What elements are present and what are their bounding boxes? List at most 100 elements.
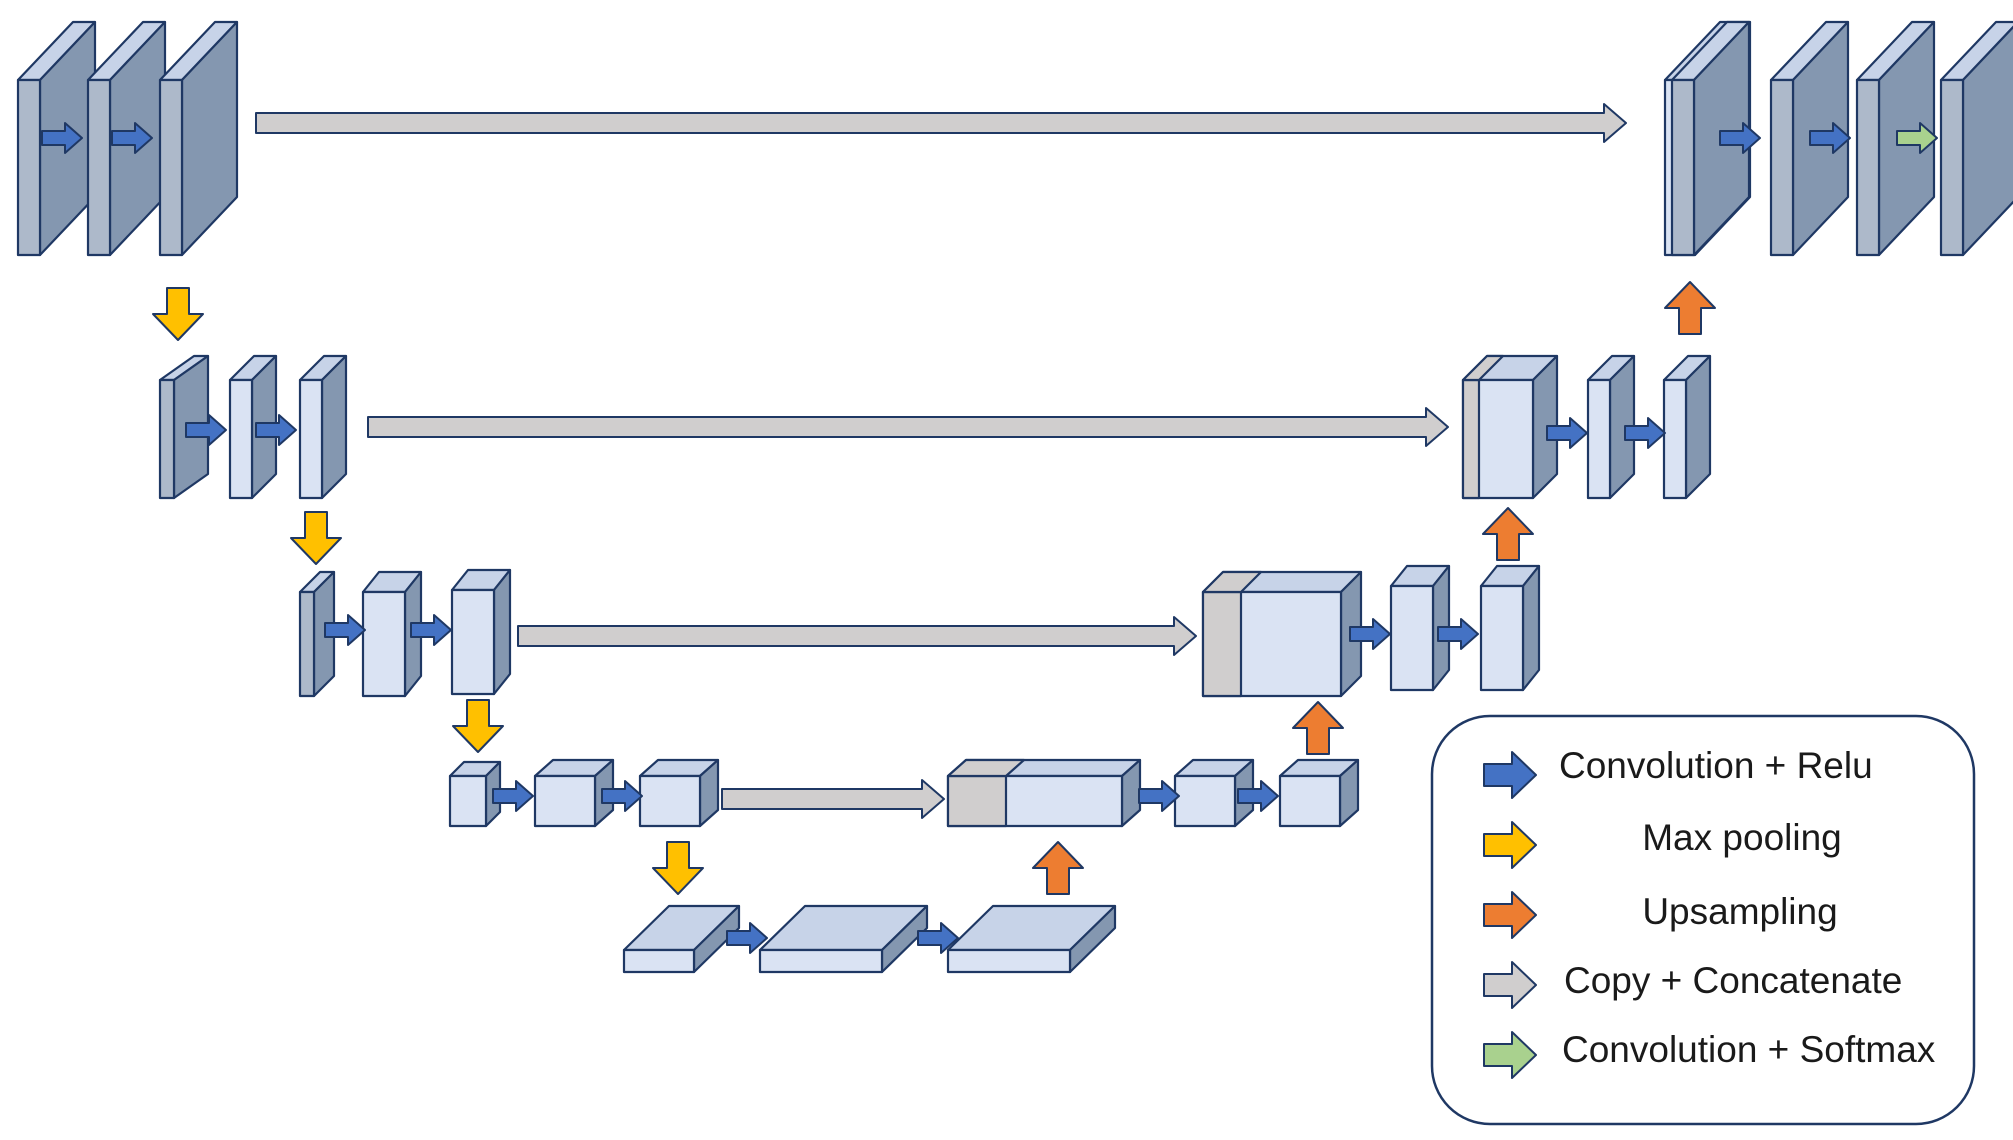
decoder-3-concat-copied-part: [1201, 590, 1243, 698]
decoder-2-conv-1-front-face: [1586, 378, 1612, 500]
convolution-relu-arrow-14: [601, 780, 643, 812]
encoder-3-conv-2-front-face: [450, 588, 496, 696]
max-pooling-arrow-4: [652, 841, 704, 895]
encoder-2-conv-1-front-face: [228, 378, 254, 500]
max-pooling-arrow-2: [290, 511, 342, 565]
orange-arrow-shape: [1483, 891, 1537, 939]
bottleneck-pooled-front-face: [622, 948, 696, 974]
decoder-2-conv-1: [1586, 354, 1636, 500]
convolution-relu-arrow-8: [1624, 417, 1666, 449]
legend-label-convolution-relu: Convolution + Relu: [1559, 745, 1873, 786]
convolution-relu-arrow-11: [1349, 618, 1391, 650]
upsampling-arrow-2: [1292, 701, 1344, 755]
decoder-1-conv-1-front-face: [1769, 78, 1795, 257]
encoder-3-pooled-front-face: [298, 590, 316, 698]
gray-arrow-shape: [1483, 961, 1537, 1009]
legend-item-convolution-relu: Convolution + Relu: [1483, 745, 1873, 799]
decoder-4-concat: [946, 758, 1142, 828]
feature-map-blocks: [16, 20, 2013, 974]
bottleneck-conv-2-front-face: [946, 948, 1072, 974]
orange-arrow-icon: [1483, 891, 1537, 939]
convolution-relu-arrow-12: [1437, 618, 1479, 650]
copy-concatenate-arrow-4: [721, 779, 945, 819]
legend-label-copy-concatenate: Copy + Concatenate: [1564, 960, 1902, 1001]
decoder-2-concat: [1461, 354, 1559, 500]
decoder-4-conv-2: [1278, 758, 1360, 828]
encoder-1-conv-1-front-face: [86, 78, 112, 257]
blue-arrow-icon: [1483, 751, 1537, 799]
decoder-2-conv-2-side-face: [1684, 354, 1712, 500]
upsampling-arrow-4: [1664, 281, 1716, 335]
convolution-relu-arrow-17: [726, 922, 768, 954]
bottleneck-pooled: [622, 904, 741, 974]
copy-concatenate-arrow-1: [255, 103, 1627, 143]
encoder-3-conv-2-side-face: [492, 568, 512, 696]
copy-concatenate-arrow-3: [517, 616, 1197, 656]
legend-label-convolution-softmax: Convolution + Softmax: [1562, 1029, 1936, 1070]
decoder-3-concat-copied-top: [1201, 570, 1263, 594]
legend-item-copy-concatenate: Copy + Concatenate: [1483, 960, 1902, 1009]
green-arrow-icon: [1483, 1031, 1537, 1079]
legend-item-max-pooling: Max pooling: [1483, 817, 1842, 869]
upsampling-arrow-3: [1482, 507, 1534, 561]
convolution-relu-arrow-13: [492, 780, 534, 812]
operation-arrows: [41, 103, 1938, 954]
convolution-relu-arrow-16: [1237, 780, 1279, 812]
encoder-4-conv-1-front-face: [533, 774, 597, 828]
bottleneck-conv-1-front-face: [758, 948, 884, 974]
decoder-3-conv-1-front-face: [1389, 584, 1435, 692]
encoder-4-pooled-front-face: [448, 774, 488, 828]
decoder-1-conv-1: [1769, 20, 1850, 257]
output-map-front-face: [1939, 78, 1965, 257]
convolution-relu-arrow-2: [111, 122, 153, 154]
convolution-relu-arrow-18: [917, 922, 959, 954]
convolution-relu-arrow-10: [410, 614, 452, 646]
legend: Convolution + Relu Max pooling Upsamplin…: [1430, 714, 1976, 1126]
blue-arrow-shape: [1483, 751, 1537, 799]
legend-item-upsampling: Upsampling: [1483, 891, 1838, 939]
decoder-4-concat-copied-part: [946, 774, 1008, 828]
max-pooling-arrow-1: [152, 287, 204, 341]
convolution-relu-arrow-3: [1719, 122, 1761, 154]
encoder-3-conv-1: [361, 570, 423, 698]
encoder-2-conv-2: [298, 354, 348, 500]
encoder-2-conv-2-side-face: [320, 354, 348, 500]
encoder-3-conv-1-front-face: [361, 590, 407, 698]
encoder-2-conv-2-front-face: [298, 378, 324, 500]
green-arrow-shape: [1483, 1031, 1537, 1079]
legend-label-max-pooling: Max pooling: [1642, 817, 1842, 858]
encoder-4-conv-2: [638, 758, 720, 828]
convolution-relu-arrow-15: [1138, 780, 1180, 812]
decoder-1-conv-2-front-face: [1855, 78, 1881, 257]
convolution-softmax-arrow: [1896, 122, 1938, 154]
decoder-3-conv-2: [1479, 564, 1541, 692]
decoder-4-conv-2-front-face: [1278, 774, 1342, 828]
decoder-4-concat-copied-top: [946, 758, 1026, 778]
yellow-arrow-shape: [1483, 821, 1537, 869]
encoder-3-conv-2: [450, 568, 512, 696]
legend-label-upsampling: Upsampling: [1642, 891, 1837, 932]
encoder-1-input-front-face: [16, 78, 42, 257]
max-pooling-arrow-3: [452, 699, 504, 753]
decoder-2-conv-2-front-face: [1662, 378, 1688, 500]
bottleneck-conv-1: [758, 904, 929, 974]
bottleneck-conv-2: [946, 904, 1117, 974]
encoder-1-conv-2: [158, 20, 239, 257]
encoder-2-pooled-front-face: [158, 378, 176, 500]
decoder-2-conv-2: [1662, 354, 1712, 500]
yellow-arrow-icon: [1483, 821, 1537, 869]
encoder-4-conv-2-front-face: [638, 774, 702, 828]
convolution-relu-arrow-7: [1546, 417, 1588, 449]
decoder-2-concat-copied-top: [1461, 354, 1505, 382]
gray-arrow-icon: [1483, 961, 1537, 1009]
copy-concatenate-arrow-2: [367, 407, 1449, 447]
decoder-4-conv-1-front-face: [1173, 774, 1237, 828]
decoder-1-concat-inner: [1670, 20, 1751, 257]
decoder-3-conv-2-side-face: [1521, 564, 1541, 692]
convolution-relu-arrow-1: [41, 122, 83, 154]
decoder-3-concat: [1201, 570, 1363, 698]
output-map: [1939, 20, 2013, 257]
convolution-relu-arrow-4: [1809, 122, 1851, 154]
legend-item-convolution-softmax: Convolution + Softmax: [1483, 1029, 1936, 1079]
